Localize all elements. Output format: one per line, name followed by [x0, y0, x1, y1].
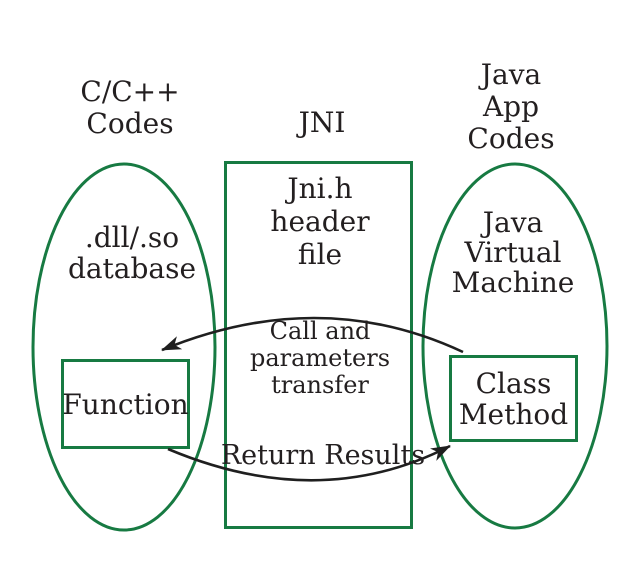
- call-parameters-transfer-label: Call and parameters transfer: [249, 317, 391, 399]
- return-results-arrow: [167, 444, 451, 482]
- jni-header: JNI: [298, 106, 346, 139]
- dll-so-database-label: .dll/.so database: [67, 221, 197, 285]
- cpp-codes-ellipse: [31, 162, 217, 532]
- jni-header-file-label: Jni.h header file: [270, 172, 370, 271]
- function-box: [61, 359, 190, 449]
- call-parameters-arrow: [161, 316, 464, 354]
- java-app-codes-ellipse: [421, 162, 609, 530]
- jni-rect: [224, 161, 413, 529]
- function-box-label: Function: [62, 387, 189, 421]
- class-method-box: [449, 355, 578, 442]
- class-method-box-label: Class Method: [458, 366, 569, 431]
- java-app-codes-header: Java App Codes: [467, 58, 555, 155]
- return-results-label: Return Results: [220, 440, 426, 471]
- cpp-codes-header: C/C++ Codes: [80, 75, 180, 140]
- java-virtual-machine-label: Java Virtual Machine: [451, 206, 575, 299]
